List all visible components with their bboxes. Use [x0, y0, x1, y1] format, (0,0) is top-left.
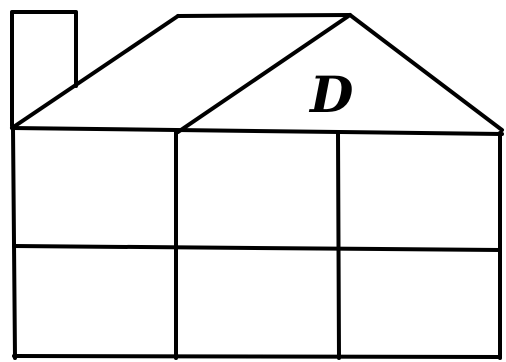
wall-divider-right	[338, 134, 339, 358]
eave-line	[12, 128, 502, 134]
roof	[12, 15, 502, 132]
roof-label-d: D	[308, 65, 353, 124]
roof-back-slope	[12, 16, 178, 128]
floor-divider	[14, 246, 500, 250]
chimney-outline	[12, 12, 76, 126]
ground-line	[14, 356, 500, 357]
wall-left	[13, 128, 15, 358]
roof-ridge	[178, 15, 350, 16]
roof-front-slope-right	[350, 15, 502, 130]
wall-grid	[12, 128, 502, 358]
chimney	[12, 12, 76, 126]
